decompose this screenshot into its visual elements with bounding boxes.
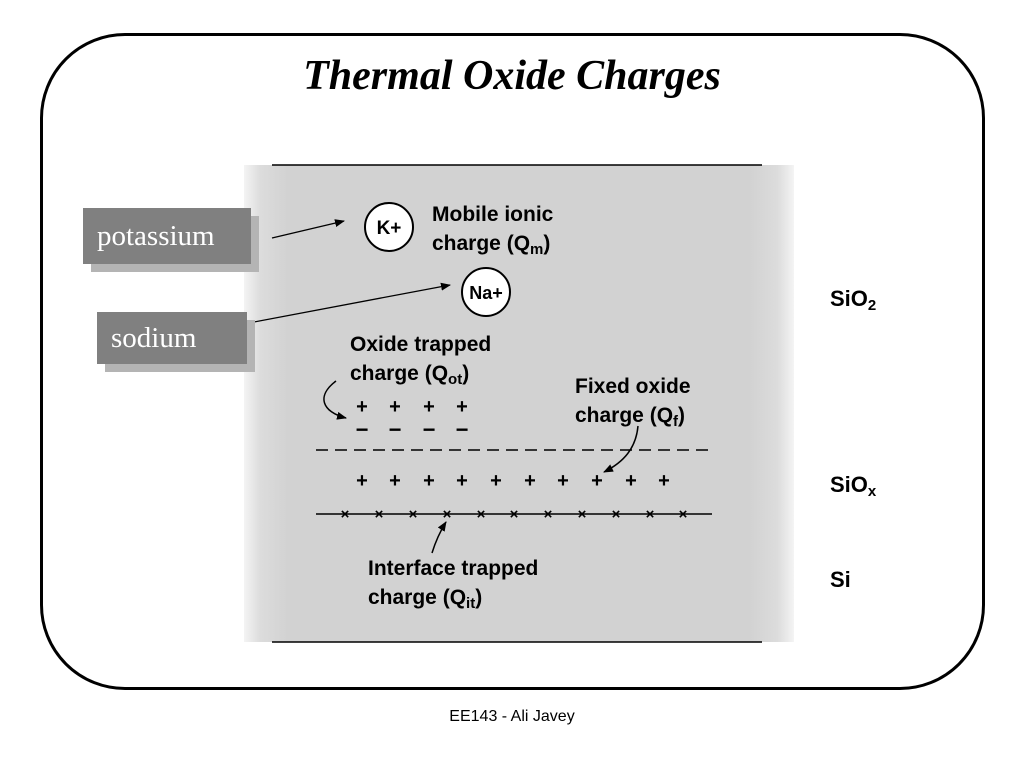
interface-cross: × [477, 506, 486, 523]
potassium-ion-circle [364, 202, 414, 252]
oxide-region [244, 165, 794, 642]
trapped-plus: + [356, 396, 368, 418]
interface-trapped-line2: charge (Qit) [368, 586, 483, 612]
oxide-trapped-line2: charge (Qot) [350, 362, 470, 388]
mobile-ionic-charge-label: Mobile ionic charge (Qm) [432, 200, 553, 264]
interface-cross: × [679, 506, 688, 523]
interface-cross: × [341, 506, 350, 523]
sodium-arrow [237, 282, 451, 326]
mobile-ionic-line2: charge (Qm) [432, 232, 551, 258]
interface-trapped-charge-label: Interface trapped charge (Qit) [368, 554, 538, 618]
layer-label-sio2: SiO2 [830, 286, 877, 314]
fixed-plus: + [524, 470, 536, 492]
potassium-ion-label: K+ [377, 218, 402, 239]
fixed-plus: + [389, 470, 401, 492]
fixed-oxide-charges: + + + + + + + + + + [356, 470, 670, 492]
oxide-trapped-charge-label: Oxide trapped charge (Qot) [350, 330, 491, 394]
fixed-oxide-line2: charge (Qf) [575, 404, 686, 430]
oxide-trapped-line1: Oxide trapped [350, 333, 492, 356]
trapped-plus: + [389, 396, 401, 418]
sodium-callout: sodium [97, 312, 247, 364]
interface-cross: × [375, 506, 384, 523]
layer-label-siox: SiOx [830, 472, 877, 500]
fixed-plus: + [658, 470, 670, 492]
fixed-plus: + [456, 470, 468, 492]
potassium-callout-label: potassium [97, 219, 215, 252]
interface-cross: × [409, 506, 418, 523]
oxide-trapped-arrow [323, 380, 347, 420]
slide-title: Thermal Oxide Charges [303, 53, 721, 99]
fixed-plus: + [490, 470, 502, 492]
fixed-oxide-arrow [603, 425, 639, 473]
fixed-plus: + [591, 470, 603, 492]
interface-cross: × [578, 506, 587, 523]
fixed-plus: + [625, 470, 637, 492]
oxide-trapped-charges: + + + + − − − − [356, 396, 469, 442]
fixed-oxide-charge-label: Fixed oxide charge (Qf) [575, 372, 691, 436]
potassium-arrow [271, 219, 345, 239]
fixed-oxide-line1: Fixed oxide [575, 375, 691, 398]
potassium-callout: potassium [83, 208, 251, 264]
interface-cross: × [544, 506, 553, 523]
trapped-minus: − [389, 417, 402, 442]
fixed-plus: + [356, 470, 368, 492]
interface-trap-charges: × × × × × × × × × × × [341, 506, 688, 523]
fixed-plus: + [557, 470, 569, 492]
slide-footer: EE143 - Ali Javey [449, 708, 575, 725]
interface-cross: × [612, 506, 621, 523]
trapped-minus: − [423, 417, 436, 442]
fixed-plus: + [423, 470, 435, 492]
layer-label-si: Si [830, 567, 851, 592]
trapped-minus: − [356, 417, 369, 442]
trapped-minus: − [456, 417, 469, 442]
sodium-callout-label: sodium [111, 321, 197, 354]
interface-trapped-arrow [431, 521, 447, 554]
interface-cross: × [510, 506, 519, 523]
sodium-ion-circle [461, 267, 511, 317]
mobile-ionic-line1: Mobile ionic [432, 203, 554, 226]
interface-trapped-line1: Interface trapped [368, 557, 539, 580]
trapped-plus: + [423, 396, 435, 418]
trapped-plus: + [456, 396, 468, 418]
interface-cross: × [646, 506, 655, 523]
sodium-ion-label: Na+ [469, 283, 503, 303]
interface-cross: × [443, 506, 452, 523]
